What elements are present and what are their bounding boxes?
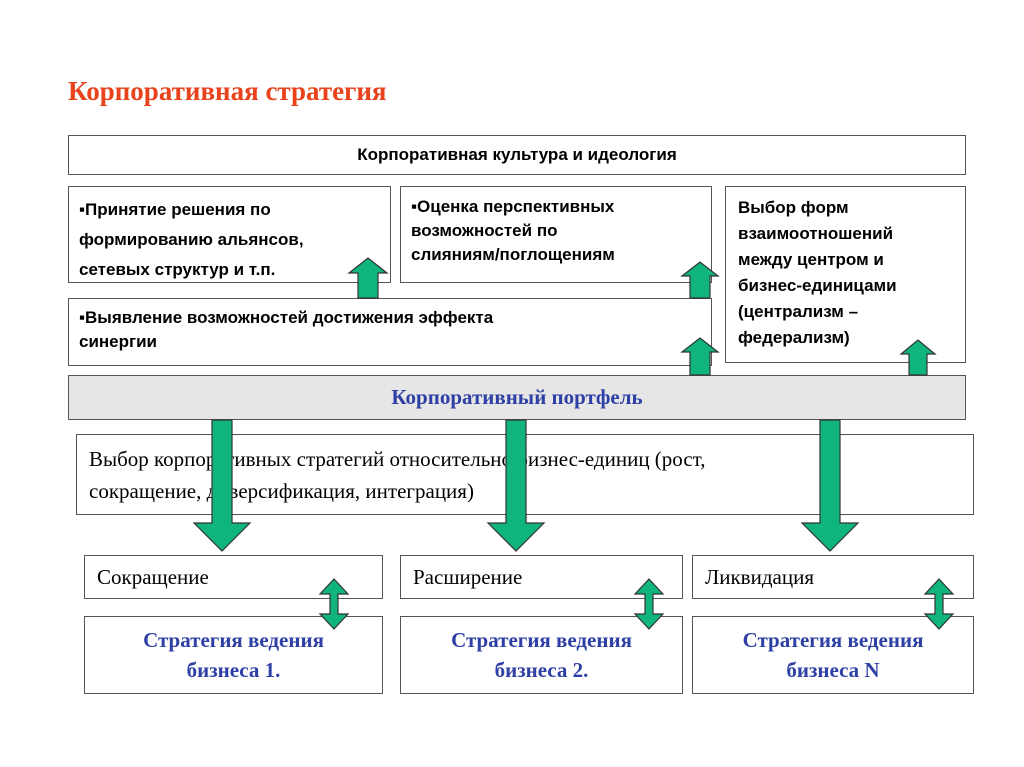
- mergers-line: ▪Оценка перспективных: [411, 197, 615, 216]
- mergers-box: ▪Оценка перспективных возможностей по сл…: [400, 186, 712, 283]
- synergy-line: синергии: [79, 332, 157, 351]
- synergy-line: ▪Выявление возможностей достижения эффек…: [79, 308, 494, 327]
- synergy-box: ▪Выявление возможностей достижения эффек…: [68, 298, 712, 366]
- forms-line: бизнес-единицами: [738, 276, 897, 295]
- option-label: Ликвидация: [705, 564, 814, 589]
- forms-line: федерализм): [738, 328, 850, 347]
- strategy-line: бизнеса N: [786, 658, 880, 682]
- forms-box: Выбор форм взаимоотношений между центром…: [725, 186, 966, 363]
- forms-line: между центром и: [738, 250, 884, 269]
- strategy-line: бизнеса 1.: [186, 658, 281, 682]
- strategy-line: Стратегия ведения: [742, 628, 924, 652]
- alliances-line: сетевых структур и т.п.: [79, 260, 276, 279]
- mergers-line: возможностей по: [411, 221, 558, 240]
- choice-line: сокращение, диверсификация, интеграция): [89, 479, 474, 503]
- choice-line: Выбор корпоративных стратегий относитель…: [89, 447, 706, 471]
- strategy-line: Стратегия ведения: [451, 628, 632, 652]
- alliances-box: ▪Принятие решения по формированию альянс…: [68, 186, 391, 283]
- option-label: Сокращение: [97, 564, 209, 589]
- culture-box: Корпоративная культура и идеология: [68, 135, 966, 175]
- strategy-box-2: Стратегия ведения бизнеса 2.: [400, 616, 683, 694]
- strategy-box-n: Стратегия ведения бизнеса N: [692, 616, 974, 694]
- strategy-line: Стратегия ведения: [143, 628, 324, 652]
- page-title: Корпоративная стратегия: [68, 76, 387, 106]
- portfolio-label: Корпоративный портфель: [391, 385, 643, 409]
- strategy-box-1: Стратегия ведения бизнеса 1.: [84, 616, 383, 694]
- forms-line: взаимоотношений: [738, 224, 894, 243]
- forms-line: Выбор форм: [738, 198, 849, 217]
- alliances-line: формированию альянсов,: [79, 230, 304, 249]
- choice-box: Выбор корпоративных стратегий относитель…: [76, 434, 974, 515]
- option-liquidation: Ликвидация: [692, 555, 974, 599]
- forms-line: (централизм –: [738, 302, 859, 321]
- alliances-line: ▪Принятие решения по: [79, 200, 271, 219]
- culture-label: Корпоративная культура и идеология: [357, 145, 677, 164]
- option-label: Расширение: [413, 564, 523, 589]
- mergers-line: слияниям/поглощениям: [411, 245, 615, 264]
- option-reduction: Сокращение: [84, 555, 383, 599]
- option-expansion: Расширение: [400, 555, 683, 599]
- strategy-line: бизнеса 2.: [494, 658, 589, 682]
- portfolio-box: Корпоративный портфель: [68, 375, 966, 420]
